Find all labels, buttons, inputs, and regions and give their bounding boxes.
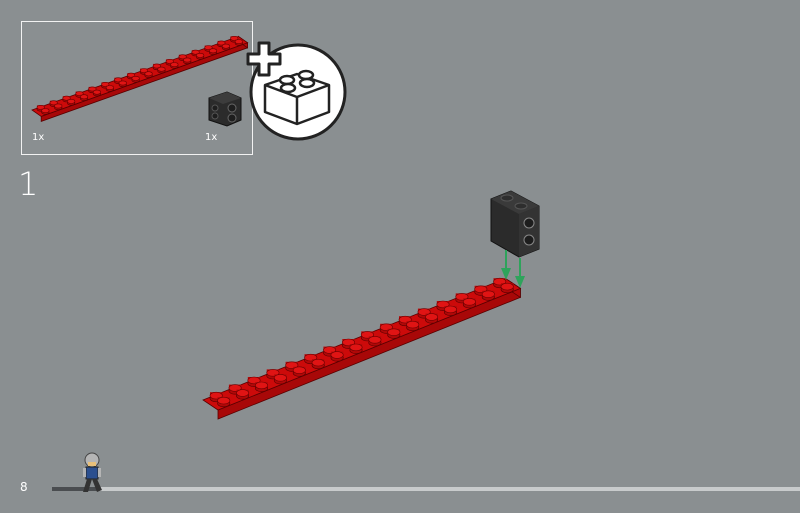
parts-qty-red-plate: 1x: [32, 132, 45, 143]
parts-qty-black-brick: 1x: [205, 132, 218, 143]
parts-black-brick-icon: [208, 91, 242, 127]
step-number: 1: [18, 165, 39, 203]
placement-arrows: [501, 250, 525, 288]
minifigure-knight-icon: [83, 452, 102, 492]
progress-fill: [52, 487, 97, 491]
black-brick-1x2-model: [490, 190, 540, 258]
progress-track: [52, 487, 800, 491]
page-number: 8: [20, 480, 28, 494]
plus-brick-2x2-icon: [246, 41, 347, 141]
